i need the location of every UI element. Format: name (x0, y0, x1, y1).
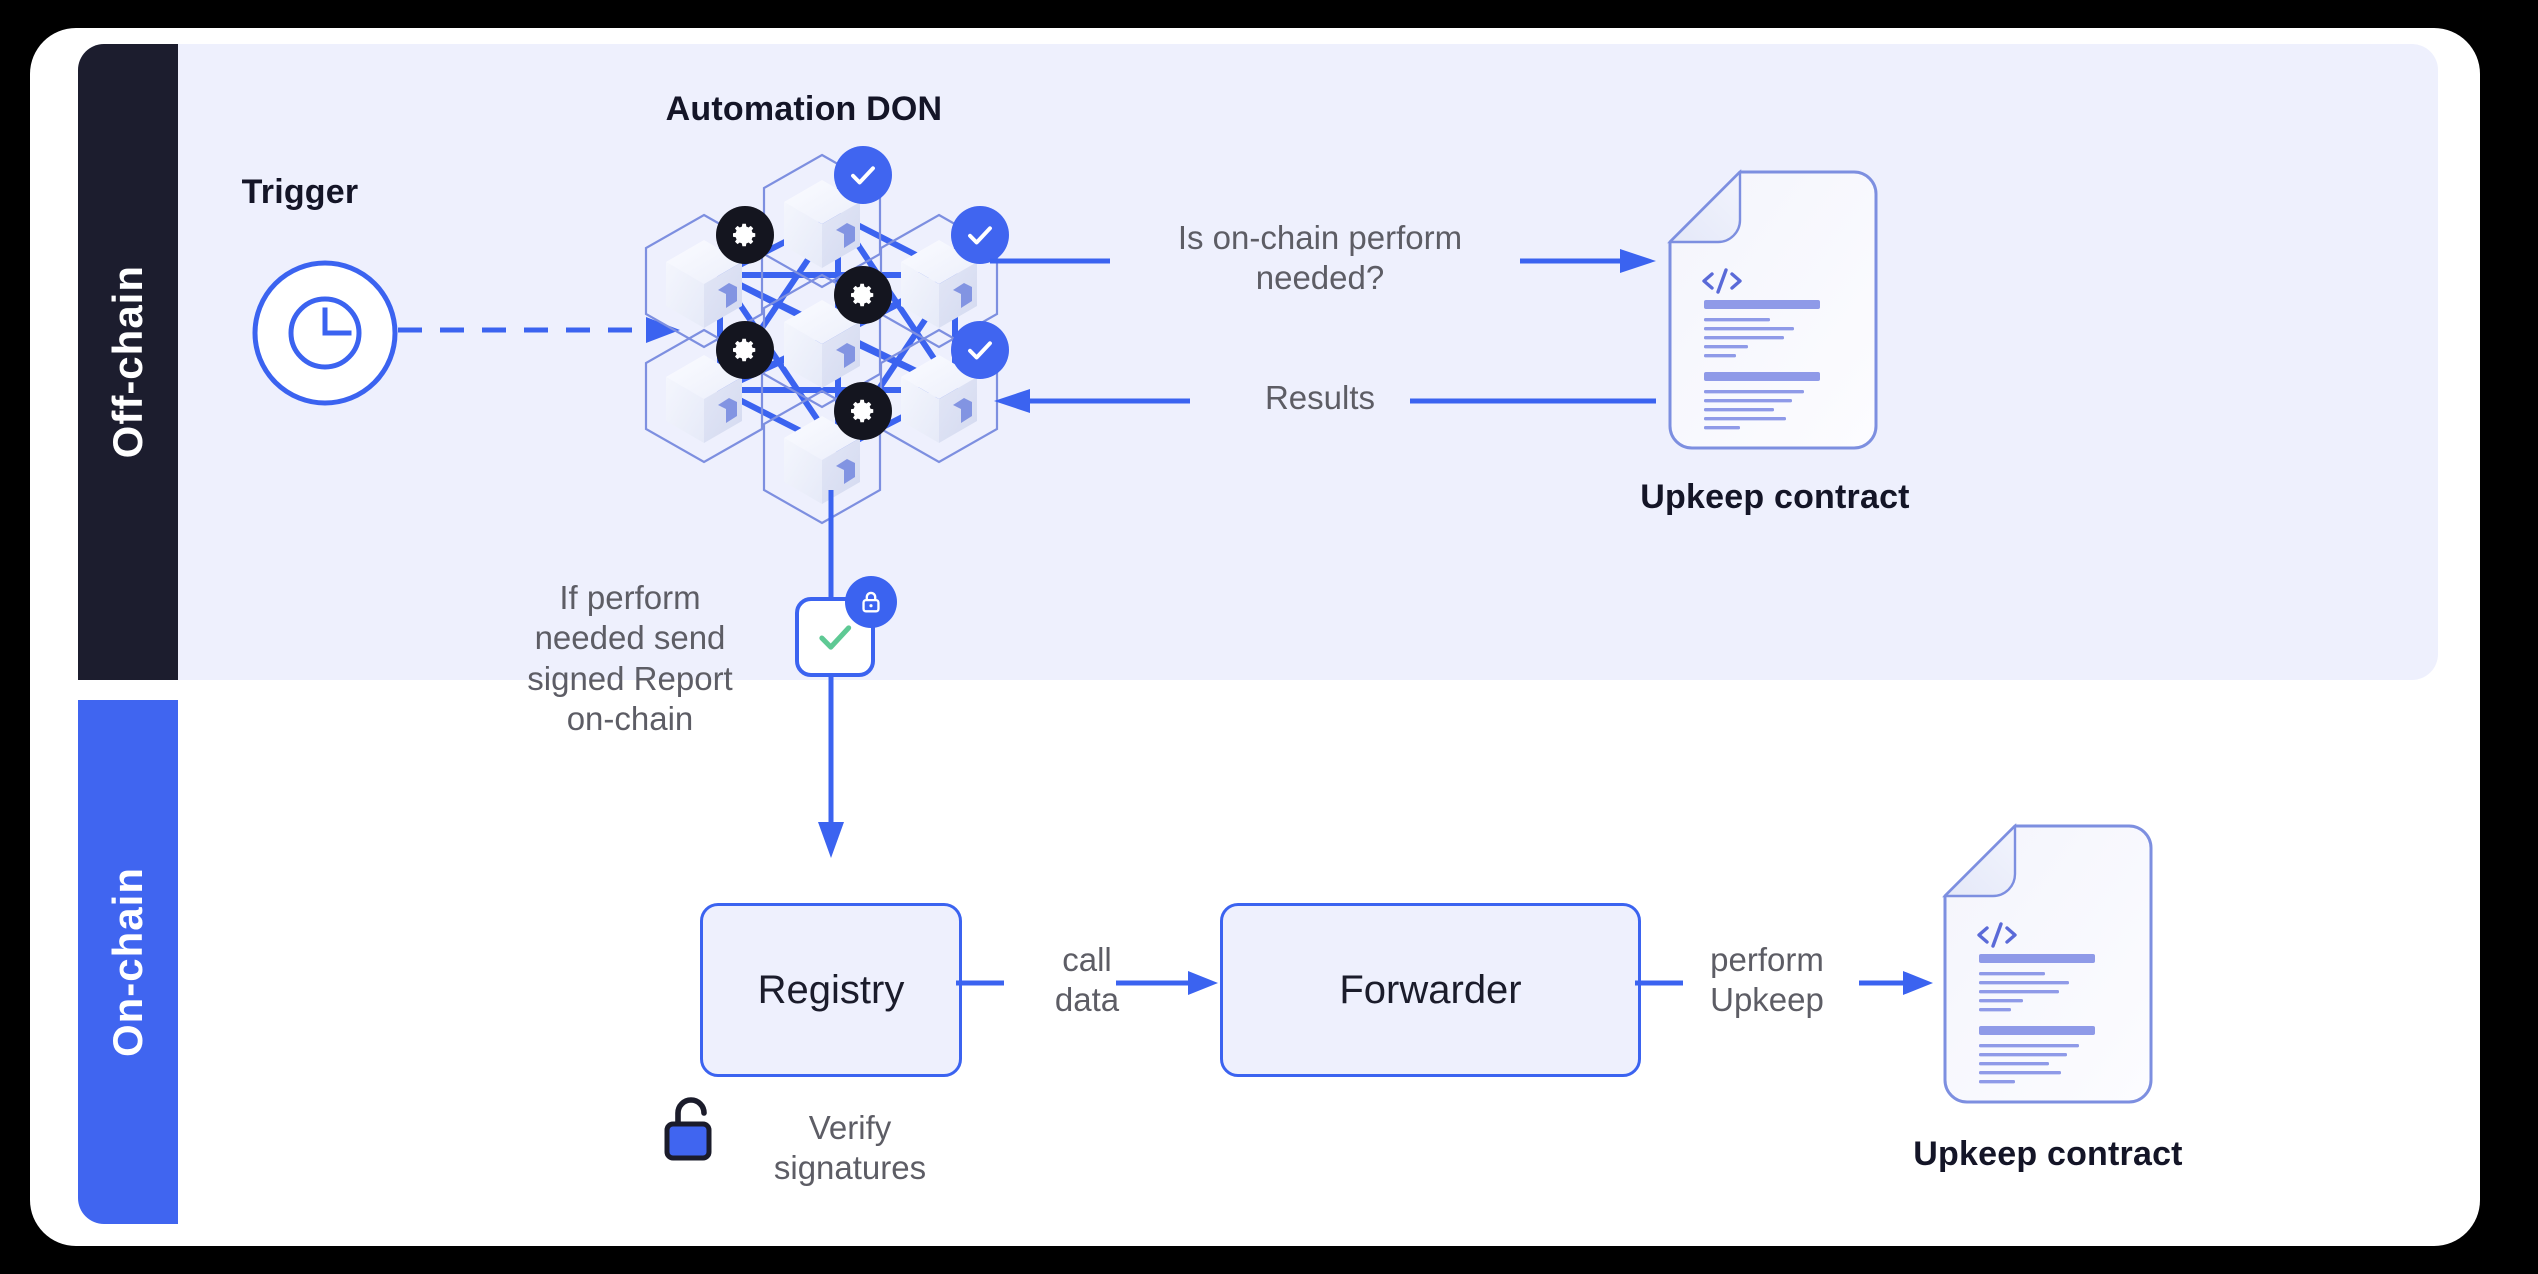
results-label: Results (1264, 379, 1376, 416)
don-node-bottom (760, 382, 892, 526)
query-label: Is on-chain perform needed? (1105, 218, 1535, 299)
verify-signatures-label-line-1: Verify (808, 1109, 892, 1146)
check-badge-icon (834, 146, 892, 204)
perform-upkeep-label: perform Upkeep (1672, 940, 1862, 1021)
don-node-upper-right (877, 206, 1009, 350)
don-node-lower-left (642, 321, 774, 465)
gear-badge-icon (834, 266, 892, 324)
query-label-line-1: Is on-chain perform (1177, 219, 1463, 256)
clock-icon (250, 258, 400, 408)
signed-report-label-line-3: signed Report (527, 659, 733, 697)
offchain-panel (78, 44, 2438, 680)
signed-report-label-line-4: on-chain (566, 699, 694, 737)
call-data-label-line-1: call (1062, 941, 1112, 978)
band-onchain: On-chain (78, 700, 178, 1224)
don-node-top (760, 146, 892, 290)
don-node-center (760, 266, 892, 410)
gear-badge-icon (716, 206, 774, 264)
forwarder-box[interactable]: Forwarder (1220, 903, 1641, 1077)
band-offchain: Off-chain (78, 44, 178, 680)
results-connector (990, 386, 1670, 416)
upkeep-contract-offchain-label: Upkeep contract (1640, 478, 1910, 516)
signed-report-label: If perform needed send signed Report on-… (480, 578, 780, 739)
check-badge-icon (951, 206, 1009, 264)
band-offchain-label: Off-chain (104, 265, 151, 459)
signed-report-label-line-1: If perform (559, 579, 701, 616)
don-title: Automation DON (665, 90, 943, 128)
query-label-line-2: needed? (1255, 259, 1385, 297)
perform-upkeep-connector (1635, 968, 1935, 998)
verify-signatures-label: Verify signatures (730, 1108, 970, 1189)
upkeep-contract-offchain-icon (1658, 168, 1888, 458)
signed-report-label-line-2: needed send (534, 619, 726, 657)
don-node-lower-right (877, 321, 1009, 465)
verify-signatures-label-line-2: signatures (773, 1149, 927, 1187)
perform-upkeep-label-line-1: perform (1710, 941, 1824, 978)
trigger-to-don-arrow (398, 310, 698, 350)
unlock-icon (660, 1095, 724, 1165)
upkeep-contract-onchain-label: Upkeep contract (1913, 1135, 2183, 1173)
gear-badge-icon (716, 321, 774, 379)
band-onchain-label: On-chain (104, 866, 151, 1057)
call-data-connector (956, 968, 1220, 998)
trigger-label: Trigger (241, 173, 359, 211)
call-data-label-line-2: data (1054, 981, 1120, 1019)
don-node-upper-left (642, 206, 774, 350)
registry-box[interactable]: Registry (700, 903, 962, 1077)
lock-closed-icon (845, 576, 897, 628)
call-data-label: call data (1007, 940, 1167, 1021)
gear-badge-icon (834, 382, 892, 440)
query-connector (990, 246, 1670, 276)
registry-label: Registry (757, 967, 905, 1012)
forwarder-label: Forwarder (1339, 967, 1522, 1012)
upkeep-contract-onchain-icon (1933, 822, 2163, 1112)
check-badge-icon (951, 321, 1009, 379)
perform-upkeep-label-line-2: Upkeep (1710, 981, 1824, 1019)
